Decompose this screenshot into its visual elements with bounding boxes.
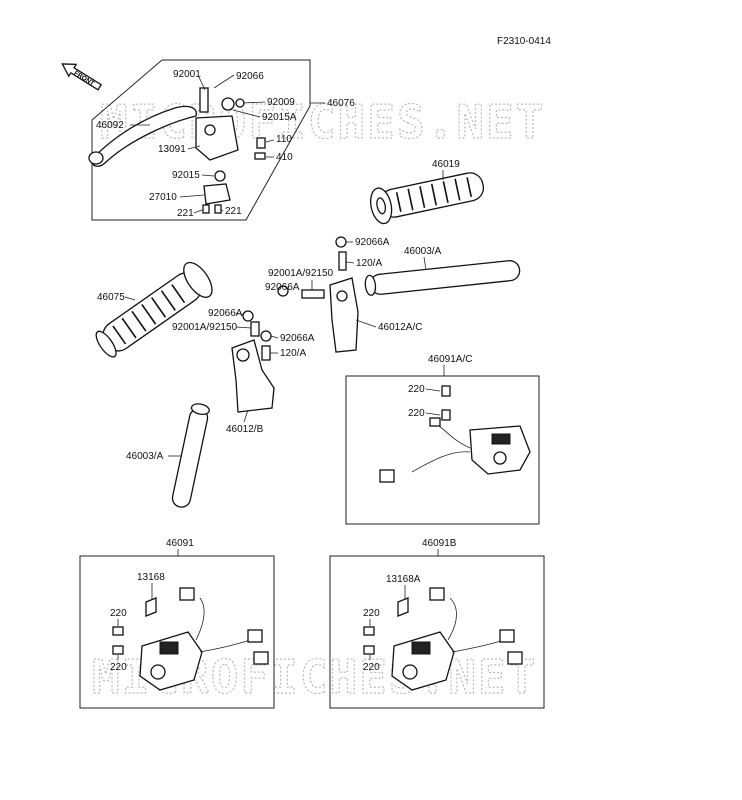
callout-13168: 13168: [137, 572, 165, 583]
cap-left: [242, 310, 254, 322]
handlebar-holder-upper: [329, 277, 359, 353]
screw-r2: [441, 409, 451, 421]
switch-box-46091AC: [345, 375, 540, 525]
callout-220-l1: 220: [110, 608, 127, 619]
holder-pivot: [204, 124, 216, 136]
callout-46003A-low: 46003/A: [126, 451, 164, 462]
callout-120A-top: 120/A: [356, 258, 382, 269]
connector-l2: [247, 629, 263, 643]
connector-m2: [499, 629, 515, 643]
pivot-bolt: [199, 87, 209, 113]
callout-27010: 27010: [149, 192, 177, 203]
connector-m3: [507, 651, 523, 665]
front-arrow-label: FRONT: [73, 70, 96, 88]
figure-code: F2310-0414: [497, 36, 551, 47]
lever-holder: [195, 115, 239, 161]
throttle-pipe-lower: [171, 403, 210, 508]
connector-l1: [179, 587, 195, 601]
callout-46076: 46076: [327, 98, 355, 109]
left-switch-housing: [139, 587, 269, 691]
callout-92066: 92066: [236, 71, 264, 82]
callout-220-r1: 220: [408, 384, 425, 395]
bolt-low: [261, 345, 271, 361]
switch-box-46091B: [329, 555, 545, 709]
switch-clamp: [203, 183, 231, 205]
callout-120A-low: 120/A: [280, 348, 306, 359]
bolt-upper: [301, 289, 325, 299]
screw-r1: [441, 385, 451, 397]
left-grip: [95, 261, 213, 358]
bolt-top: [338, 251, 347, 271]
connector-l3: [253, 651, 269, 665]
callout-46091B: 46091B: [422, 538, 457, 549]
callout-110: 110: [276, 134, 292, 145]
brake-lever: [91, 105, 197, 167]
connector-m1: [429, 587, 445, 601]
washer-small: [254, 152, 266, 160]
callout-92015: 92015: [172, 170, 200, 181]
callout-220-l2: 220: [110, 662, 127, 673]
callout-221-right: 221: [225, 206, 242, 217]
callout-221-left: 221: [177, 208, 194, 219]
callout-220-m2: 220: [363, 662, 380, 673]
screw-l2: [112, 645, 124, 655]
callout-220-m1: 220: [363, 608, 380, 619]
callout-46012B: 46012/B: [226, 424, 264, 435]
callout-46091AC: 46091A/C: [428, 354, 472, 365]
callout-92066A-left: 92066A: [208, 308, 243, 319]
callout-13091: 13091: [158, 144, 186, 155]
cap-top: [335, 236, 347, 248]
callout-46019: 46019: [432, 159, 460, 170]
bracket-13168: [145, 597, 157, 617]
nut: [235, 98, 245, 108]
callout-46012AC: 46012A/C: [378, 322, 422, 333]
screw-m2: [363, 645, 375, 655]
callout-92015A: 92015A: [262, 112, 297, 123]
callout-46003A-top: 46003/A: [404, 246, 442, 257]
holder-lower-bore: [236, 348, 250, 362]
throttle-pipe-upper: [364, 260, 521, 296]
callout-220-r2: 220: [408, 408, 425, 419]
screw-m1: [363, 626, 375, 636]
left-switch-housing-b: [391, 587, 523, 691]
lever-end: [88, 151, 104, 165]
callout-92001A92150-left: 92001A/92150: [172, 322, 238, 333]
callout-46091: 46091: [166, 538, 194, 549]
holder-upper-bore: [336, 290, 348, 302]
right-switch-housing: [379, 417, 531, 483]
callout-92001A92150-top: 92001A/92150: [268, 268, 334, 279]
bolt-left-holder: [250, 321, 260, 337]
callout-92066A-mid: 92066A: [265, 282, 300, 293]
callout-46075: 46075: [97, 292, 125, 303]
washer-upper: [277, 285, 289, 297]
bolt-left: [202, 204, 210, 214]
callout-410: 410: [276, 152, 293, 163]
callout-92066A-low: 92066A: [280, 333, 315, 344]
callout-92066A-top: 92066A: [355, 237, 390, 248]
washer: [221, 97, 235, 111]
bracket-13168A: [397, 597, 409, 617]
callout-92001: 92001: [173, 69, 201, 80]
switch-box-46091: [79, 555, 275, 709]
right-grip: [370, 172, 485, 225]
callout-46092: 46092: [96, 120, 124, 131]
connector-r: [379, 469, 395, 483]
spring-washer: [214, 170, 226, 182]
callout-92009: 92009: [267, 97, 295, 108]
screw-l1: [112, 626, 124, 636]
front-arrow-icon: FRONT: [61, 63, 103, 91]
cap-low: [260, 330, 272, 342]
bolt-right: [214, 204, 222, 214]
terminal-r: [429, 417, 441, 427]
screw: [256, 137, 266, 149]
callout-13168A: 13168A: [386, 574, 421, 585]
lever-assembly-frame: [91, 59, 311, 221]
